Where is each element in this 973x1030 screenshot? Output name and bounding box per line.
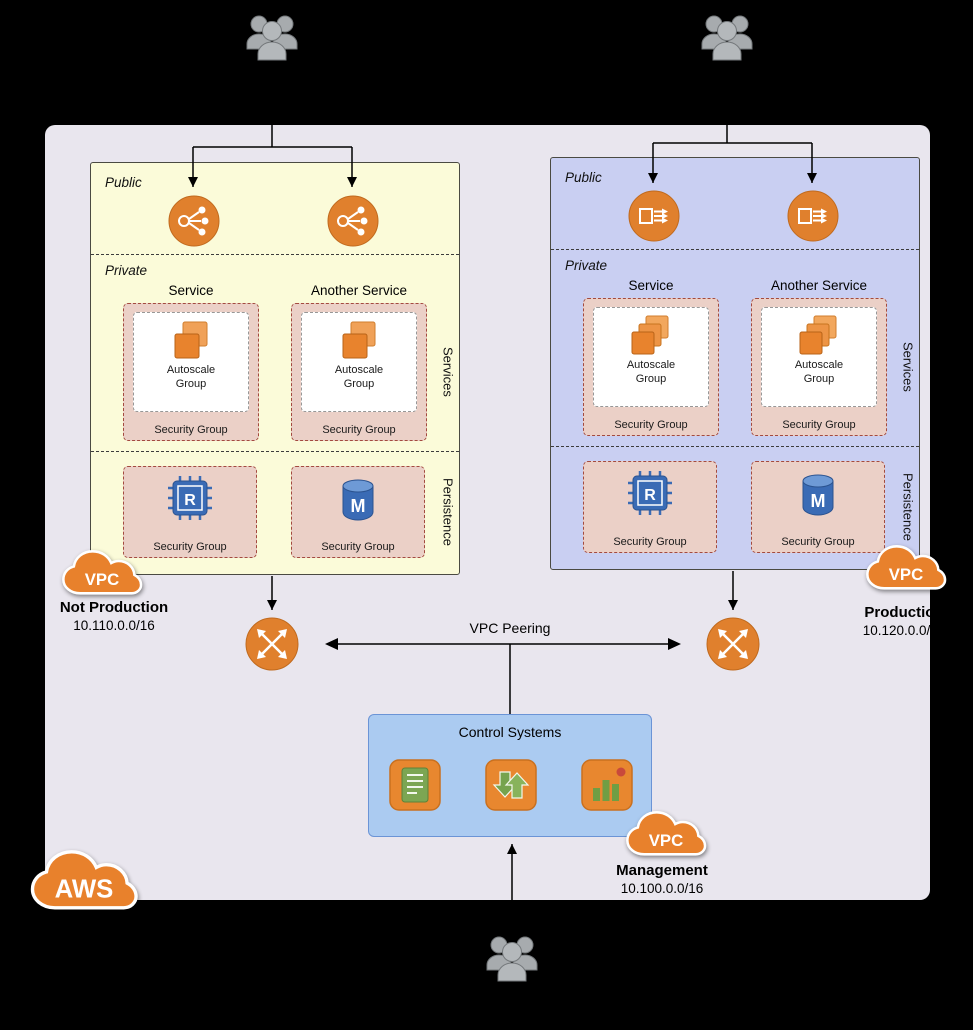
app-load-balancer-icon: [628, 190, 680, 242]
service-security-group: Autoscale Group Security Group: [123, 303, 259, 441]
elasticache-icon: R: [628, 471, 672, 515]
database-security-group: M Security Group: [751, 461, 885, 553]
control-systems-title: Control Systems: [458, 724, 562, 740]
security-group-label: Security Group: [613, 536, 687, 548]
autoscale-group-box: Autoscale Group: [133, 312, 249, 412]
autoscale-group-icon: [631, 315, 669, 355]
autoscale-group-label: Autoscale Group: [794, 359, 844, 385]
security-group-label: Security Group: [154, 424, 228, 436]
vpc-cloud-badge: VPC: [62, 550, 143, 595]
cache-security-group: R Security Group: [583, 461, 717, 553]
cache-letter: R: [184, 492, 196, 509]
load-balancer-icon: [327, 195, 379, 247]
aws-logo-text: AWS: [55, 876, 114, 904]
vpc-router-icon: [245, 617, 299, 671]
vpc-cloud-badge: VPC: [866, 545, 947, 590]
service-title: Another Service: [310, 283, 408, 298]
vpc-cidr-label: 10.110.0.0/16: [73, 618, 155, 633]
cache-letter: R: [644, 487, 656, 504]
database-security-group: M Security Group: [291, 466, 425, 558]
service-security-group: Autoscale Group Security Group: [291, 303, 427, 441]
database-icon: M: [342, 479, 374, 521]
services-side-label: Services: [900, 342, 916, 392]
autoscale-group-label: Autoscale Group: [166, 364, 216, 390]
public-private-divider: [551, 249, 919, 250]
vpc-badge-text: VPC: [85, 570, 120, 589]
security-group-label: Security Group: [153, 541, 227, 553]
service-title: Another Service: [770, 278, 868, 293]
deploy-arrows-icon: [485, 759, 537, 811]
database-letter: M: [351, 496, 366, 516]
persistence-side-label: Persistence: [900, 473, 916, 541]
users-icon: [486, 936, 538, 982]
vpc-cidr-label: 10.100.0.0/16: [620, 881, 704, 896]
vpc-name-label: Management: [616, 862, 708, 879]
vpc-router-icon: [706, 617, 760, 671]
vpc-production: Public Private Service Another Service: [550, 157, 920, 570]
cache-security-group: R Security Group: [123, 466, 257, 558]
private-zone-label: Private: [105, 263, 148, 278]
security-group-label: Security Group: [614, 419, 688, 431]
security-group-label: Security Group: [782, 419, 856, 431]
aws-cloud-logo: AWS: [30, 850, 138, 910]
monitoring-chart-icon: [581, 759, 633, 811]
services-persistence-divider: [551, 446, 919, 447]
vpc-not-production: Public Private Service Another Service A…: [90, 162, 460, 575]
database-letter: M: [811, 491, 826, 511]
vpc-cidr-label: 10.120.0.0/16: [862, 623, 946, 638]
vpc-peering-label: VPC Peering: [469, 620, 551, 636]
autoscale-group-label: Autoscale Group: [334, 364, 384, 390]
services-side-label: Services: [440, 347, 456, 397]
vpc-badge-text: VPC: [889, 565, 924, 584]
service-security-group: Autoscale Group Security Group: [583, 298, 719, 436]
autoscale-group-label: Autoscale Group: [626, 359, 676, 385]
autoscale-group-icon: [174, 321, 208, 359]
private-zone-label: Private: [565, 258, 608, 273]
security-group-label: Security Group: [321, 541, 395, 553]
elasticache-icon: R: [168, 476, 212, 520]
service-security-group: Autoscale Group Security Group: [751, 298, 887, 436]
control-systems-box: Control Systems: [368, 714, 652, 837]
public-zone-label: Public: [105, 175, 142, 190]
security-group-label: Security Group: [322, 424, 396, 436]
autoscale-group-icon: [342, 321, 376, 359]
vpc-badge-text: VPC: [649, 831, 684, 850]
users-icon: [701, 15, 753, 61]
autoscale-group-icon: [799, 315, 837, 355]
service-title: Service: [168, 283, 214, 298]
vpc-cloud-badge: VPC: [626, 811, 707, 856]
persistence-side-label: Persistence: [440, 478, 456, 546]
autoscale-group-box: Autoscale Group: [761, 307, 877, 407]
app-load-balancer-icon: [787, 190, 839, 242]
database-icon: M: [802, 474, 834, 516]
autoscale-group-box: Autoscale Group: [593, 307, 709, 407]
load-balancer-icon: [168, 195, 220, 247]
autoscale-group-box: Autoscale Group: [301, 312, 417, 412]
security-group-label: Security Group: [781, 536, 855, 548]
config-list-icon: [389, 759, 441, 811]
service-title: Service: [628, 278, 674, 293]
services-persistence-divider: [91, 451, 459, 452]
vpc-name-label: Not Production: [59, 599, 169, 616]
public-private-divider: [91, 254, 459, 255]
users-icon: [246, 15, 298, 61]
public-zone-label: Public: [565, 170, 602, 185]
vpc-name-label: Production: [864, 604, 944, 621]
